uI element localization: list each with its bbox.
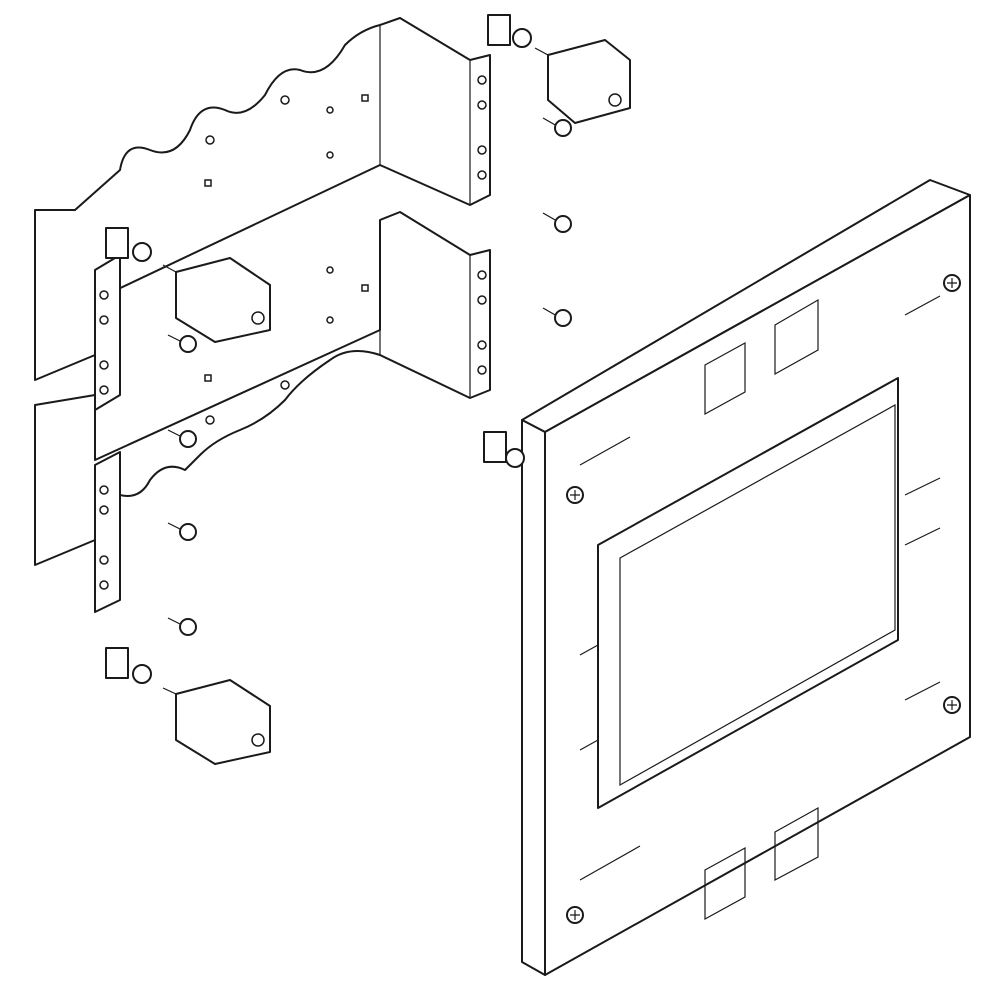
screw-icon — [542, 307, 572, 327]
clip-icon — [483, 431, 525, 468]
screw-icon — [542, 212, 572, 233]
clip-icon — [162, 679, 271, 765]
screw-icon — [566, 906, 584, 924]
clip-icon — [487, 14, 532, 48]
screw-icon — [943, 274, 961, 292]
upper-bracket — [34, 17, 491, 381]
screw-icon — [167, 334, 197, 353]
screws — [167, 117, 961, 924]
clip-icon — [105, 647, 152, 684]
clips — [105, 14, 631, 765]
cover-panel — [521, 179, 971, 976]
clip-icon — [534, 39, 631, 124]
upper-bracket-flange — [94, 254, 121, 411]
screw-icon — [943, 696, 961, 714]
screw-icon — [167, 522, 197, 541]
screw-icon — [167, 617, 197, 636]
panel-window — [597, 377, 899, 809]
clip-icon — [105, 227, 152, 262]
clip-icon — [162, 257, 271, 343]
panel-side-face — [521, 419, 546, 976]
screw-icon — [167, 429, 197, 448]
lower-bracket — [34, 211, 491, 613]
screw-icon — [566, 486, 584, 504]
screw-icon — [542, 117, 572, 137]
